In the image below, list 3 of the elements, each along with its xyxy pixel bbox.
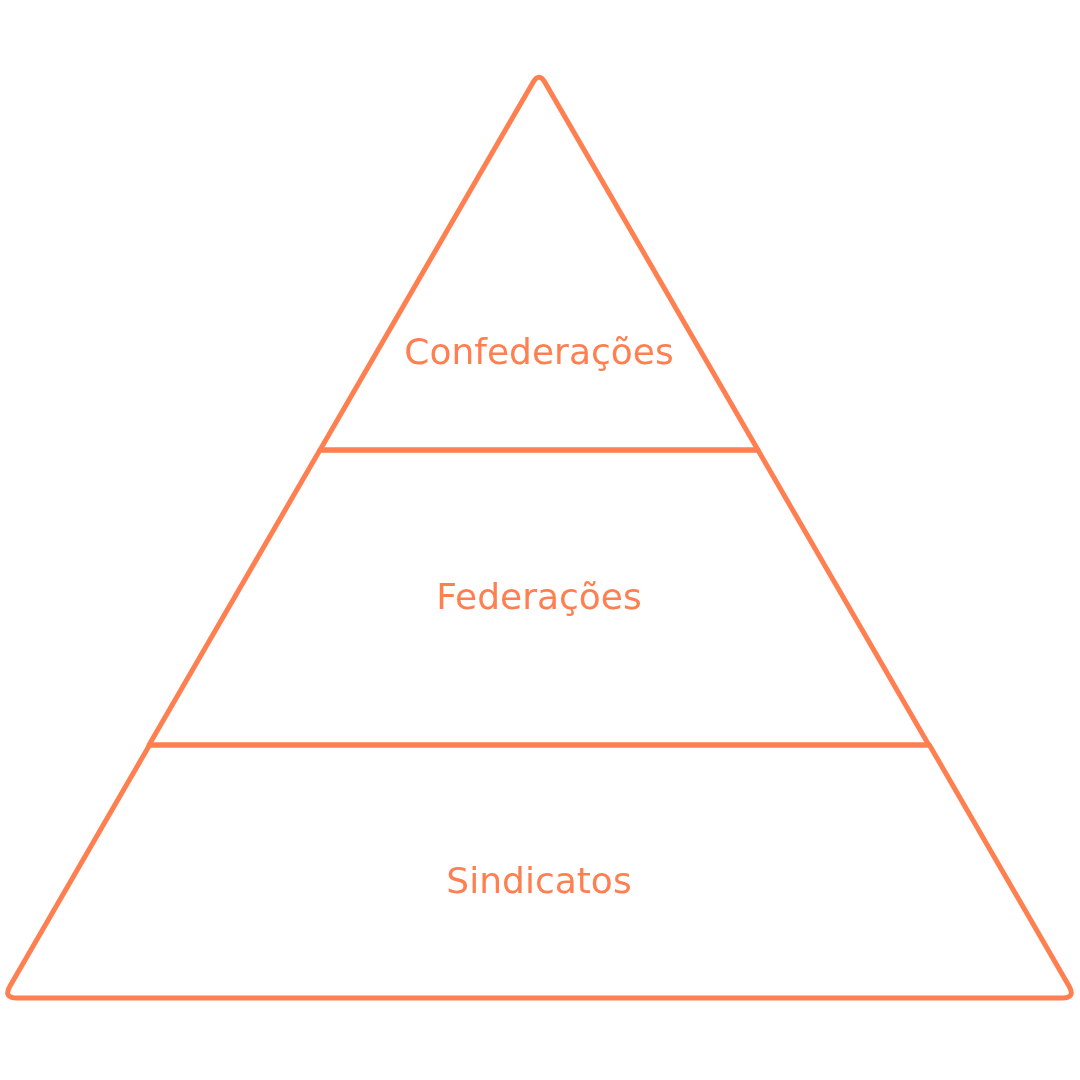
tier-label: Sindicatos: [446, 859, 632, 903]
tier-label: Federações: [436, 575, 642, 619]
tier-label: Confederações: [404, 330, 674, 374]
